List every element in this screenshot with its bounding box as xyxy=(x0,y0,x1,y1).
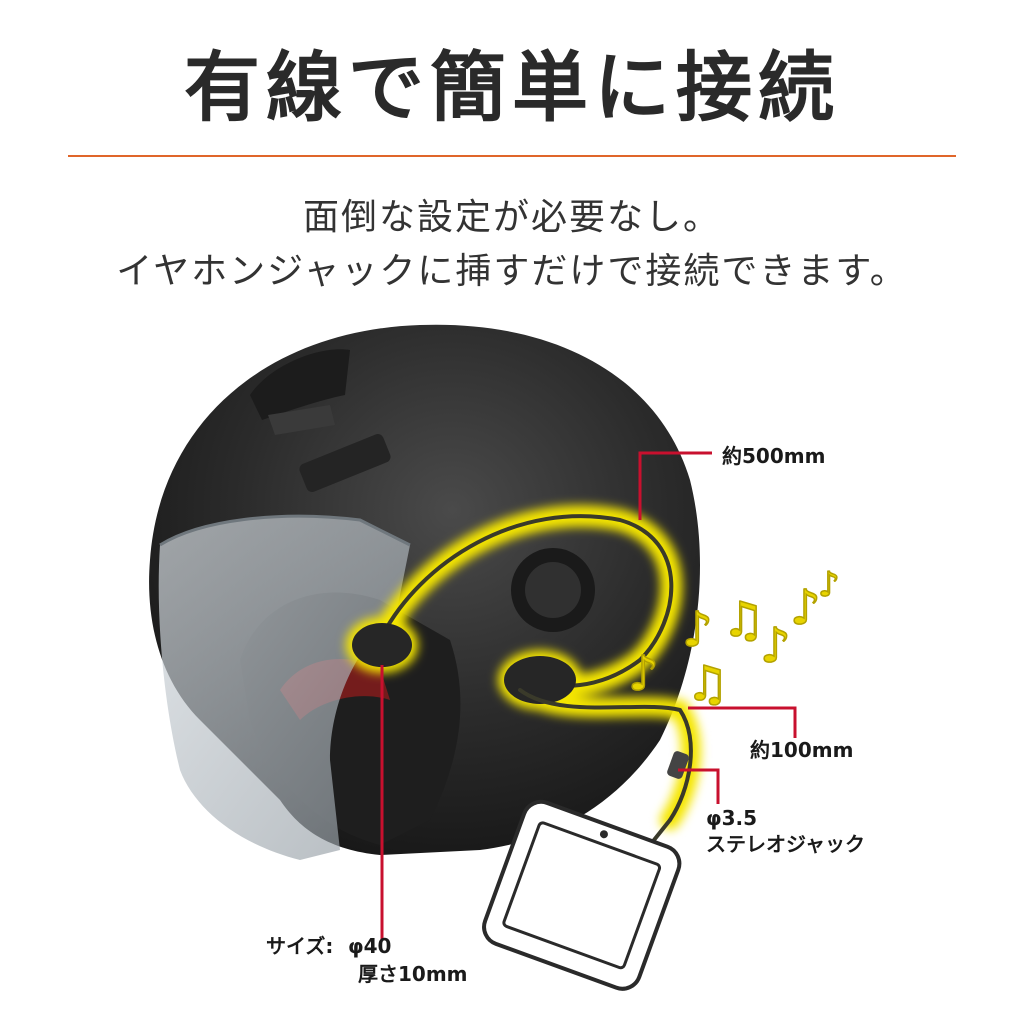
earphone-speaker-icon xyxy=(352,623,412,667)
cable-length-label: 約500mm xyxy=(722,444,826,468)
product-illustration: ♪ ♪ ♫ ♫ ♪ ♪ ♪ xyxy=(149,324,840,991)
smartphone-icon xyxy=(482,799,682,991)
svg-text:♪: ♪ xyxy=(790,580,821,636)
page-title: 有線で簡単に接続 xyxy=(184,43,840,132)
size-prefix-label: サイズ: xyxy=(266,934,334,958)
leader-lines xyxy=(380,451,797,940)
branch-length-label: 約100mm xyxy=(750,738,854,762)
earphone-speaker-icon xyxy=(504,656,576,704)
speaker-diameter-label: φ40 xyxy=(348,934,392,958)
svg-text:♫: ♫ xyxy=(686,656,729,712)
svg-text:♪: ♪ xyxy=(682,602,713,658)
svg-text:♪: ♪ xyxy=(628,646,659,702)
svg-text:♫: ♫ xyxy=(722,592,765,648)
music-note-icon: ♪ ♪ ♫ ♫ ♪ ♪ ♪ xyxy=(627,564,840,713)
subtitle-line-1: 面倒な設定が必要なし。 xyxy=(302,197,721,238)
earphone-cable xyxy=(352,514,693,847)
title-divider xyxy=(68,155,956,157)
jack-size-label: φ3.5 xyxy=(706,806,758,830)
speaker-thickness-label: 厚さ10mm xyxy=(358,962,468,986)
subtitle-line-2: イヤホンジャックに挿すだけで接続できます。 xyxy=(116,251,908,292)
jack-type-label: ステレオジャック xyxy=(706,832,865,856)
svg-text:♪: ♪ xyxy=(760,618,791,674)
svg-text:♪: ♪ xyxy=(818,565,840,605)
